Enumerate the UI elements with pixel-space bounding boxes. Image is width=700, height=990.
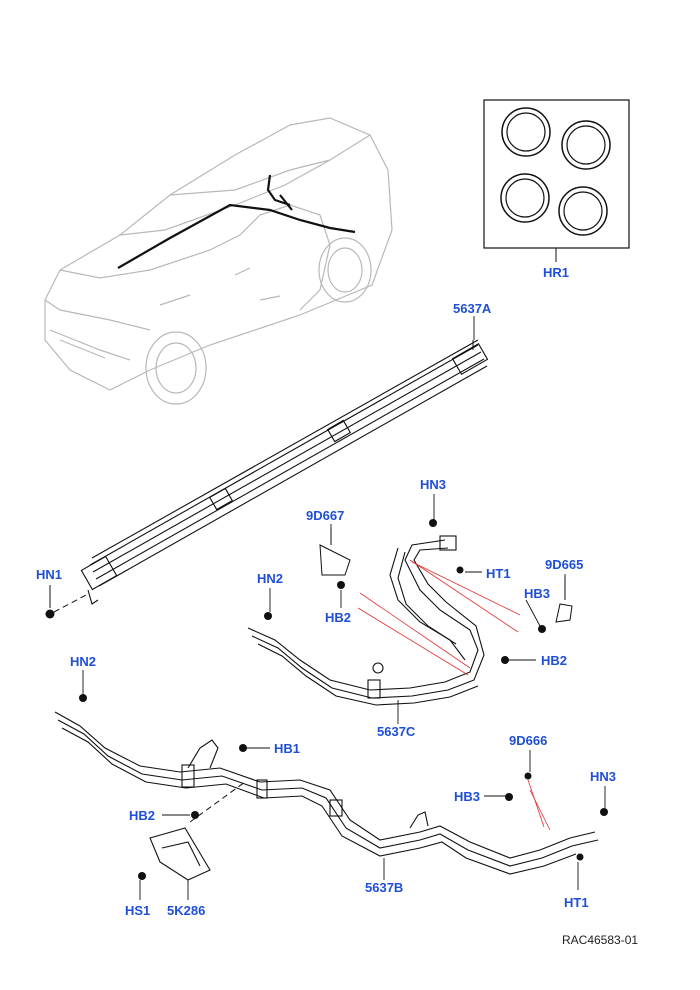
vehicle-hose-highlight (117, 174, 356, 269)
callout-9d667[interactable]: 9D667 (306, 508, 345, 523)
callout-hn3-top[interactable]: HN3 (420, 477, 447, 492)
pipe-5637a (80, 339, 489, 605)
callout-hs1[interactable]: HS1 (125, 903, 151, 918)
callout-5637a[interactable]: 5637A (453, 301, 492, 316)
callout-ht1-low[interactable]: HT1 (564, 895, 589, 910)
vehicle-illustration (44, 117, 393, 405)
hardware-5637b (79, 694, 608, 880)
callout-9d666[interactable]: 9D666 (509, 733, 548, 748)
callout-hn3-low[interactable]: HN3 (590, 769, 617, 784)
callout-5637b[interactable]: 5637B (365, 880, 404, 895)
hardware-5637c (264, 519, 546, 664)
callout-hb3-low[interactable]: HB3 (454, 789, 481, 804)
callout-hn2-left[interactable]: HN2 (70, 654, 97, 669)
callout-5k286[interactable]: 5K286 (167, 903, 206, 918)
callout-hn2-mid[interactable]: HN2 (257, 571, 284, 586)
callout-hb1[interactable]: HB1 (274, 741, 301, 756)
o-ring-inset (483, 99, 630, 262)
nut-hn1 (45, 585, 55, 619)
pipe-5637b (54, 711, 599, 875)
reference-code: RAC46583-01 (562, 933, 639, 947)
callout-hb3-right[interactable]: HB3 (524, 586, 551, 601)
callout-leaders (82, 316, 606, 900)
callout-hb2-right[interactable]: HB2 (541, 653, 568, 668)
callout-9d665[interactable]: 9D665 (545, 557, 584, 572)
callout-hr1[interactable]: HR1 (543, 265, 570, 280)
leader-lines-red (357, 559, 551, 831)
bracket-9d665 (555, 577, 573, 623)
shield-5k286 (149, 827, 211, 881)
pipe-5637c (247, 535, 485, 706)
callout-hb2-mid[interactable]: HB2 (325, 610, 352, 625)
callout-ht1-top[interactable]: HT1 (486, 566, 511, 581)
callout-hn1[interactable]: HN1 (36, 567, 63, 582)
callout-5637c[interactable]: 5637C (377, 724, 416, 739)
bracket-9d667 (319, 528, 351, 576)
callout-hb2-low[interactable]: HB2 (129, 808, 156, 823)
